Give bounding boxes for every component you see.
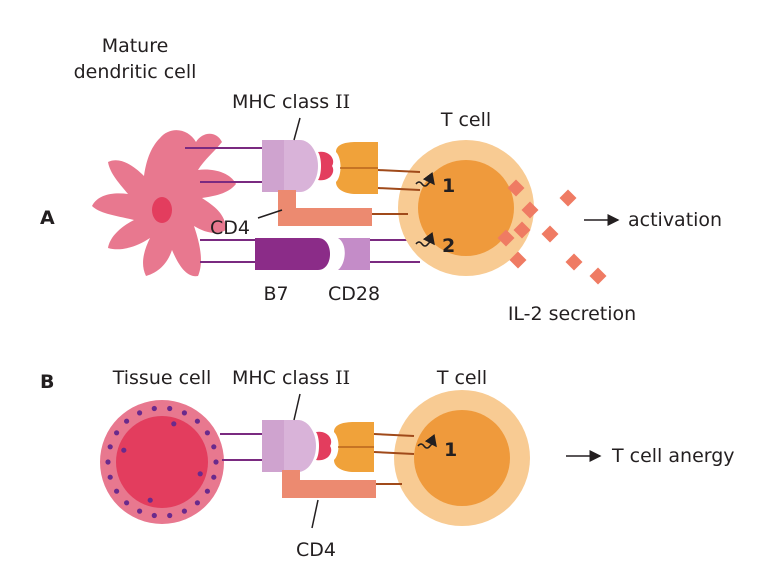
signal-1-squiggle-a (415, 172, 435, 187)
anergy-label: T cell anergy (611, 445, 735, 467)
t-cell-a (398, 140, 534, 276)
dendritic-cell (92, 130, 236, 277)
b7-label: B7 (263, 283, 288, 305)
t-cell-b (394, 390, 530, 526)
mhc-label-b-text: MHC class (232, 367, 329, 389)
tcr-tethers-b (373, 433, 415, 485)
mhc-label-a-numeral: II (335, 91, 350, 113)
granule-dot (124, 418, 130, 424)
tissue-cell-nucleus (116, 416, 208, 508)
mhc-label-a-text: MHC class (232, 91, 329, 113)
tcr-tethers-a (372, 169, 421, 215)
granule-dot (167, 512, 173, 519)
mhc-a-leader (293, 117, 301, 141)
b7 (255, 238, 330, 270)
t-cell-label-a: T cell (440, 109, 491, 131)
peptide-a (318, 151, 334, 181)
t-cell-a-nucleus (418, 160, 514, 256)
granule-dot (147, 497, 153, 503)
dendritic-label-line1: Mature (102, 35, 169, 57)
signal-2-squiggle (415, 232, 435, 247)
signal-2-label: 2 (442, 235, 455, 257)
granule-dot (137, 410, 143, 416)
panel-b-letter: B (40, 371, 54, 393)
cd4-a-leader (257, 209, 283, 219)
mhc-label-a: MHC class II (232, 91, 350, 113)
granule-dot (107, 474, 113, 480)
activation-label: activation (628, 209, 722, 231)
peptide-b (316, 431, 332, 461)
granule-dot (114, 430, 120, 436)
cd28-label: CD28 (328, 283, 380, 305)
granule-dot (204, 430, 210, 436)
granule-dot (213, 459, 219, 465)
cd4-b (282, 470, 376, 498)
granule-dot (171, 421, 177, 427)
t-cell-b-nucleus (414, 410, 510, 506)
dendritic-cell-nucleus (152, 197, 172, 223)
granule-dot (204, 488, 210, 494)
cd4-label-b: CD4 (296, 539, 336, 561)
granule-dot (167, 405, 173, 412)
tether-lines-b (220, 433, 262, 461)
granule-dot (197, 471, 203, 477)
il2-diamonds (497, 179, 607, 285)
granule-dot (151, 512, 157, 519)
cd4-b-leader (311, 499, 319, 529)
tcr-b (334, 422, 374, 472)
t-cell-label-b: T cell (436, 367, 487, 389)
granule-dot (211, 474, 217, 480)
panel-a-letter: A (40, 207, 55, 229)
signal-1-label-a: 1 (442, 175, 455, 197)
mhc-b-leader (293, 393, 301, 421)
dendritic-label-line2: dendritic cell (74, 61, 197, 83)
granule-dot (121, 447, 127, 453)
granule-dot (194, 500, 200, 506)
granule-dot (194, 418, 200, 424)
granule-dot (124, 500, 130, 506)
granule-dot (137, 508, 143, 514)
granule-dot (114, 488, 120, 494)
signal-1-squiggle-b (417, 434, 437, 449)
cd28 (338, 238, 370, 270)
cd4-label-a: CD4 (210, 217, 250, 239)
granule-dot (107, 444, 113, 450)
granule-dot (181, 508, 187, 514)
mhc-label-b-numeral: II (335, 367, 350, 389)
cd4-a (278, 190, 372, 226)
tcr-a (336, 142, 378, 194)
tissue-cell (100, 400, 224, 524)
granule-dot (181, 410, 187, 416)
tissue-cell-label: Tissue cell (112, 367, 212, 389)
granule-dot (105, 459, 111, 465)
il2-secretion-label: IL-2 secretion (508, 303, 636, 325)
signal-1-label-b: 1 (444, 439, 457, 461)
mhc-label-b: MHC class II (232, 367, 350, 389)
panel-a (92, 130, 620, 285)
granule-dot (211, 444, 217, 450)
mhc-class-ii-b (262, 420, 316, 472)
panel-b (100, 390, 602, 529)
tissue-cell-granules (105, 405, 219, 519)
mhc-class-ii-a (262, 140, 318, 192)
granule-dot (151, 405, 157, 412)
